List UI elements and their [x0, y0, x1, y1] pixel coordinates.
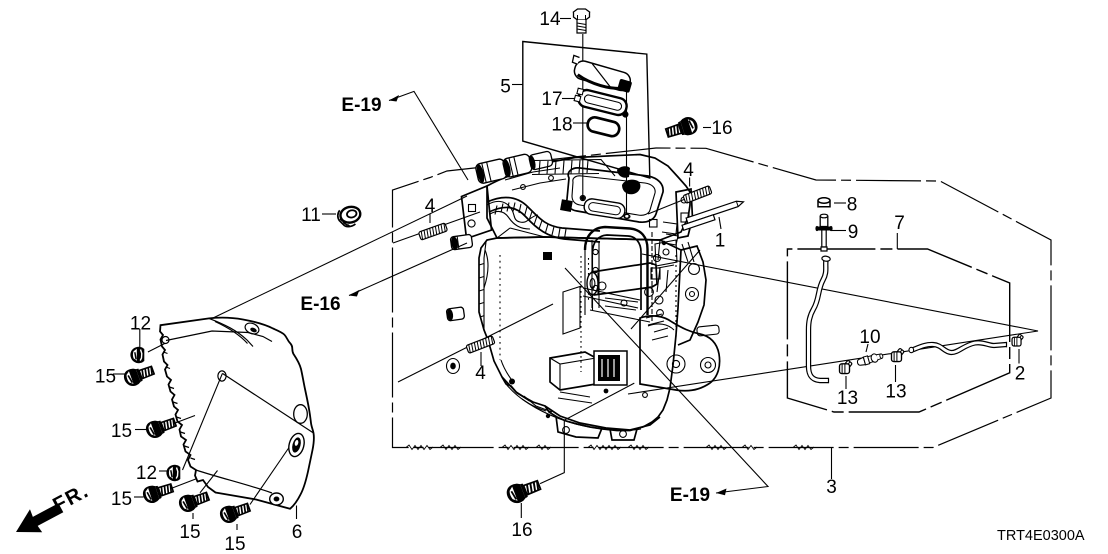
- svg-text:16: 16: [511, 520, 532, 541]
- svg-text:2: 2: [1015, 364, 1026, 385]
- svg-text:7: 7: [894, 213, 905, 234]
- svg-text:4: 4: [683, 160, 694, 181]
- svg-text:15: 15: [111, 489, 132, 510]
- svg-text:15: 15: [95, 367, 116, 388]
- svg-text:15: 15: [224, 534, 245, 554]
- svg-text:6: 6: [292, 522, 303, 543]
- svg-text:11: 11: [301, 205, 321, 226]
- svg-text:12: 12: [130, 314, 151, 335]
- svg-text:5: 5: [500, 77, 511, 98]
- svg-text:8: 8: [847, 195, 858, 216]
- svg-text:4: 4: [475, 363, 486, 384]
- svg-text:13: 13: [885, 382, 906, 403]
- svg-text:TRT4E0300A: TRT4E0300A: [997, 528, 1085, 544]
- svg-text:3: 3: [826, 477, 837, 498]
- svg-text:12: 12: [136, 463, 157, 484]
- svg-text:15: 15: [111, 421, 132, 442]
- svg-text:13: 13: [837, 388, 858, 409]
- svg-text:4: 4: [425, 196, 436, 217]
- svg-text:1: 1: [715, 231, 726, 252]
- svg-text:14: 14: [539, 9, 561, 30]
- svg-text:9: 9: [848, 222, 859, 243]
- svg-text:16: 16: [711, 118, 732, 139]
- svg-text:E-19: E-19: [670, 485, 710, 506]
- svg-text:17: 17: [541, 89, 562, 110]
- svg-text:10: 10: [859, 327, 880, 348]
- svg-text:E-16: E-16: [300, 294, 340, 315]
- svg-text:18: 18: [551, 115, 572, 136]
- svg-text:15: 15: [179, 522, 200, 543]
- svg-text:E-19: E-19: [341, 95, 381, 116]
